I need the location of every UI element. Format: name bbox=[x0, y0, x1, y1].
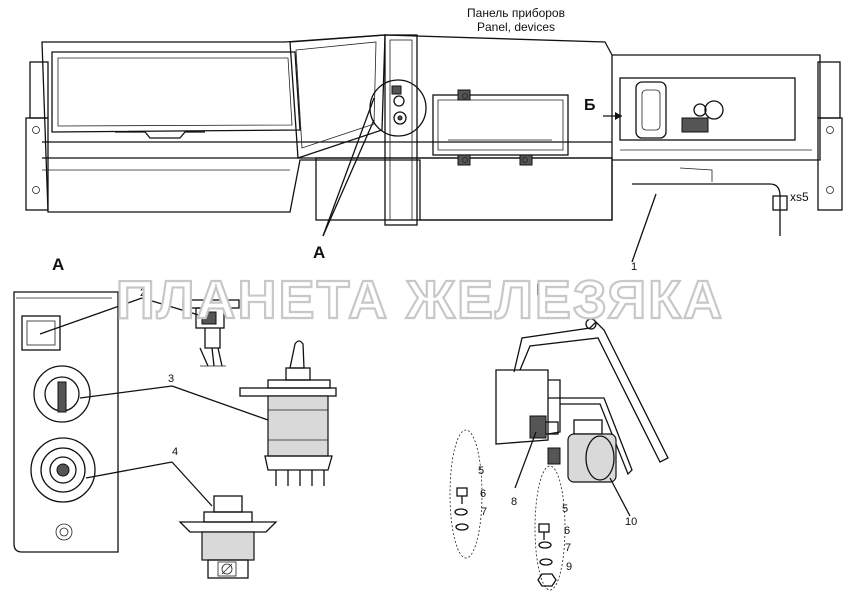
callout-9: 9 bbox=[566, 561, 572, 573]
callout-6b: 6 bbox=[564, 525, 570, 537]
callout-6a: 6 bbox=[480, 488, 486, 500]
view-letter-a-detail: А bbox=[52, 255, 64, 274]
view-letter-b-arrow: Б bbox=[584, 97, 596, 114]
component-4-push-button bbox=[178, 495, 278, 579]
watermark-text: ПЛАНЕТА ЖЕЛЕЗЯКА bbox=[116, 270, 724, 330]
title-en: Panel, devices bbox=[477, 20, 555, 34]
callout-3: 3 bbox=[168, 373, 174, 385]
component-2-indicator-lamp bbox=[182, 299, 240, 367]
component-3-toggle-switch bbox=[239, 340, 337, 486]
callout-7a: 7 bbox=[481, 506, 487, 518]
callout-10: 10 bbox=[625, 516, 637, 528]
callout-1: 1 bbox=[631, 261, 637, 273]
detail-a-switch-plate bbox=[13, 291, 119, 553]
detail-b-bracket-assembly bbox=[449, 318, 669, 591]
view-letter-b-detail: Б bbox=[536, 282, 548, 299]
title-ru: Панель приборов bbox=[467, 6, 565, 20]
callout-2: 2 bbox=[140, 287, 146, 299]
view-letter-a-top: А bbox=[313, 243, 325, 262]
callout-4: 4 bbox=[172, 446, 178, 458]
callout-8: 8 bbox=[511, 496, 517, 508]
callout-5a: 5 bbox=[478, 465, 484, 477]
callout-7b: 7 bbox=[565, 542, 571, 554]
connector-xs5-label: xs5 bbox=[790, 190, 809, 204]
dashboard-panel bbox=[25, 34, 843, 236]
callout-5b: 5 bbox=[562, 503, 568, 515]
